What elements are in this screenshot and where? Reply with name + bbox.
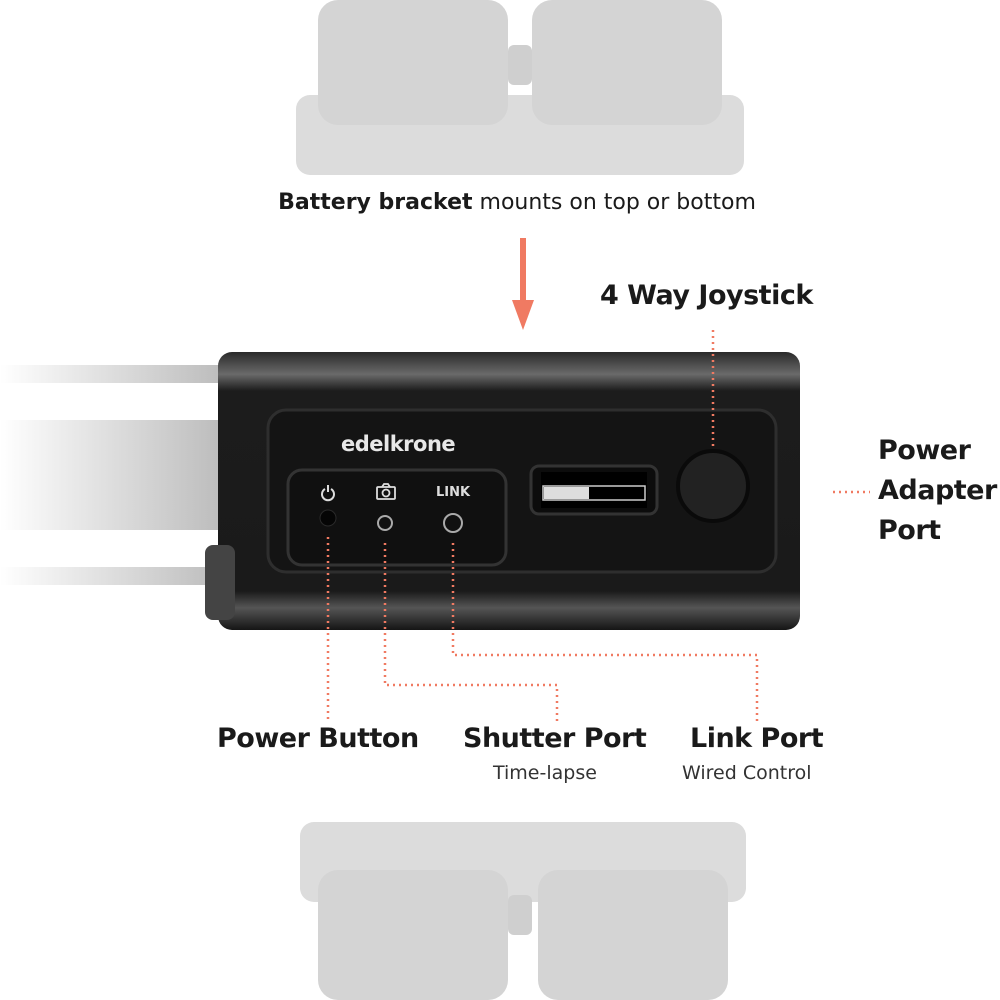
shutter-port-sublabel: Time-lapse	[493, 762, 597, 784]
link-port	[443, 513, 463, 533]
power-button	[319, 509, 337, 527]
camera-icon	[376, 483, 396, 500]
brand-logo: edelkrone	[341, 432, 456, 456]
bottom-battery-bracket	[300, 822, 746, 1000]
link-port-sublabel: Wired Control	[682, 762, 812, 784]
bracket-caption: Battery bracket mounts on top or bottom	[278, 190, 756, 215]
shutter-port	[377, 515, 393, 531]
joystick	[676, 449, 750, 523]
power-adapter-label-3: Port	[878, 515, 941, 546]
screen-progress-bar	[544, 487, 589, 499]
power-button-label: Power Button	[217, 723, 419, 754]
power-adapter-label-1: Power	[878, 435, 971, 466]
link-port-label: Link Port	[690, 723, 824, 754]
arrow-down-icon	[512, 238, 534, 330]
shutter-port-label: Shutter Port	[463, 723, 647, 754]
top-battery-bracket	[296, 0, 744, 175]
leader-lines	[326, 330, 870, 722]
slider-rail	[0, 365, 220, 585]
link-label: LINK	[436, 485, 471, 500]
power-adapter-label-2: Adapter	[878, 475, 997, 506]
joystick-label: 4 Way Joystick	[600, 280, 813, 311]
device-body	[205, 352, 800, 630]
screen-text: Sliding ...	[552, 473, 599, 481]
power-icon	[321, 485, 335, 502]
